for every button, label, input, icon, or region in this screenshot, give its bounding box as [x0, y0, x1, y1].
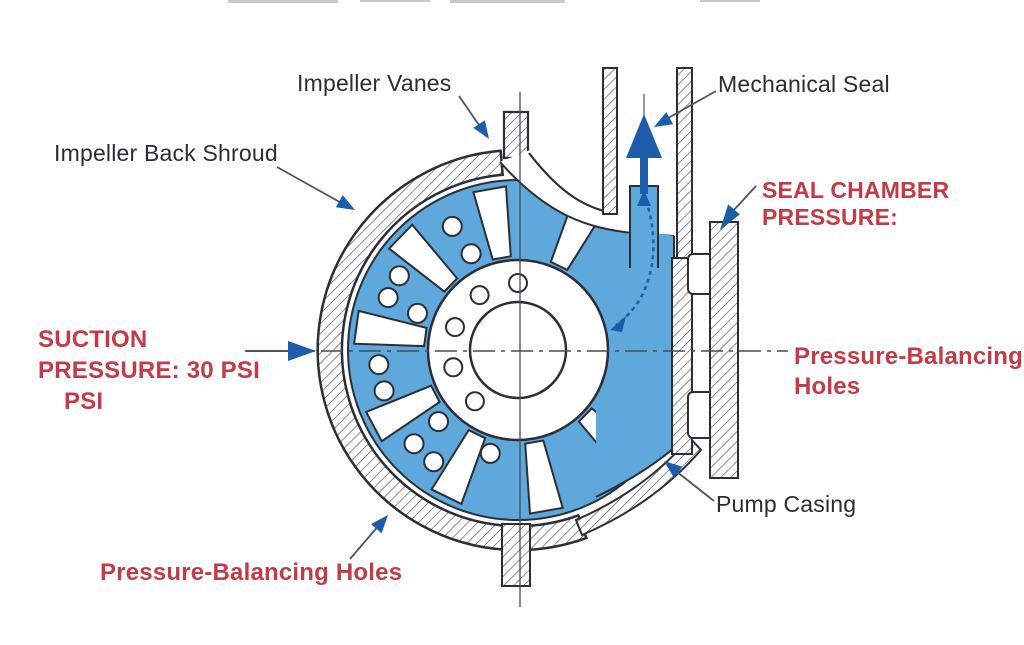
pressure-balancing-holes — [368, 215, 501, 473]
impeller-vanes-arrowhead — [473, 120, 489, 139]
fluid-right-region — [596, 232, 674, 497]
label-suction-pressure: SUCTION PRESSURE: 30 PSI PSI — [38, 324, 260, 417]
label-pressure-balancing-holes-right: Pressure-Balancing Holes — [794, 342, 1023, 402]
pump-casing-wall — [574, 436, 703, 537]
label-seal-chamber-line2: PRESSURE: — [762, 204, 898, 230]
label-impeller-back-shroud: Impeller Back Shroud — [54, 140, 278, 166]
pump-casing-arrowhead — [664, 461, 683, 478]
label-pb-right-line1: Pressure-Balancing — [794, 343, 1024, 370]
seal-chamber-arrowhead — [720, 204, 740, 230]
label-seal-chamber-pressure: SEAL CHAMBER PRESSURE: — [762, 177, 949, 231]
mechanical-seal-arrowhead — [654, 112, 674, 127]
label-impeller-vanes: Impeller Vanes — [297, 70, 452, 96]
back-shroud-arrowhead — [335, 195, 355, 210]
label-mechanical-seal: Mechanical Seal — [718, 71, 890, 97]
impeller-back-shroud-ring — [316, 149, 589, 552]
recirculation-arrowhead-top — [637, 190, 651, 206]
pipe-wall-right — [676, 67, 693, 259]
top-edge-artifacts — [228, 0, 760, 3]
shaft-bore — [468, 300, 568, 400]
casing-foot — [501, 523, 531, 587]
hub-balancing-holes — [443, 273, 528, 412]
leader-lines — [276, 90, 757, 560]
seal-flow-up-arrow — [626, 114, 662, 194]
label-pressure-balancing-holes-bottom: Pressure-Balancing Holes — [100, 559, 403, 586]
recirculation-arrow-path — [615, 199, 655, 327]
fluid-top-edge — [499, 161, 675, 237]
label-pump-casing: Pump Casing — [716, 491, 857, 517]
pipe-wall-left — [602, 67, 618, 215]
label-suction-line3: PSI — [64, 388, 104, 415]
seal-gland-plate — [709, 221, 739, 479]
casing-top-flange — [502, 110, 530, 160]
label-seal-chamber-line1: SEAL CHAMBER — [762, 177, 950, 203]
label-suction-line2: PRESSURE: 30 PSI — [38, 357, 260, 384]
pb-bottom-arrowhead — [371, 515, 388, 534]
recirculation-arrowhead-bottom — [610, 316, 626, 332]
label-suction-line1: SUCTION — [38, 326, 148, 353]
leader-arrowheads — [335, 112, 740, 534]
label-pb-right-line2: Holes — [794, 373, 861, 400]
suction-arrow — [246, 341, 316, 361]
